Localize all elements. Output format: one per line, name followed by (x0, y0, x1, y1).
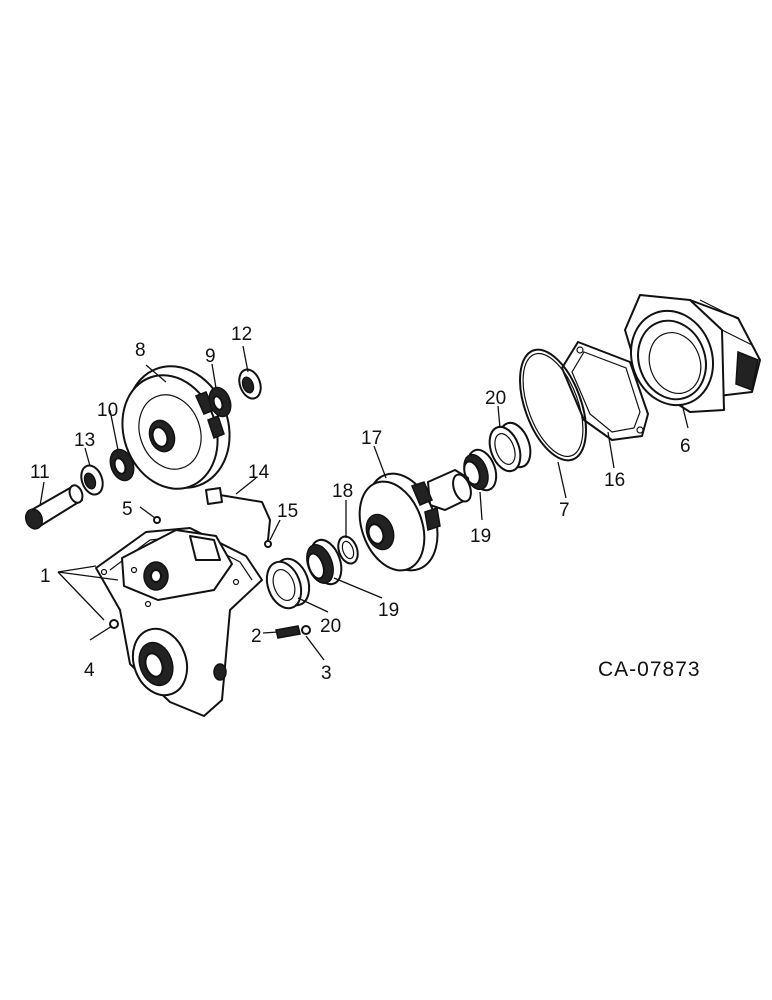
part-13-washer (80, 464, 104, 496)
callout-12: 12 (231, 324, 252, 345)
callout-20-lower: 20 (320, 616, 341, 637)
part-11-idler-shaft (24, 484, 84, 530)
callout-17: 17 (361, 428, 382, 449)
part-18-snap-ring (337, 535, 359, 565)
callout-13: 13 (74, 430, 95, 451)
part-19-roller-bearing-lower (306, 538, 343, 586)
part-20-bearing-cup-lower (265, 557, 311, 610)
part-19-roller-bearing-upper (463, 448, 498, 492)
part-12-washer (238, 368, 262, 400)
callout-7: 7 (559, 500, 570, 521)
callout-19-upper: 19 (470, 526, 491, 547)
callout-15: 15 (277, 501, 298, 522)
callout-6: 6 (680, 436, 691, 457)
callout-16: 16 (604, 470, 625, 491)
callout-11: 11 (30, 462, 50, 483)
drawing-reference-code: CA-07873 (598, 658, 701, 681)
part-16-gasket (561, 341, 649, 441)
callout-9: 9 (205, 346, 216, 367)
callout-8: 8 (135, 340, 146, 361)
callout-18: 18 (332, 481, 353, 502)
callout-14: 14 (248, 462, 270, 483)
part-8-idler-gear (121, 365, 231, 490)
part-5-dowel-pin (153, 516, 161, 524)
callout-4: 4 (84, 660, 95, 681)
callout-10: 10 (97, 400, 118, 421)
part-17-gear-shaft (358, 469, 472, 572)
callout-2: 2 (251, 626, 262, 647)
callout-1: 1 (40, 566, 51, 587)
callout-19-lower: 19 (378, 600, 399, 621)
part-15-small-o-ring (264, 540, 272, 548)
part-2-lock-plate (275, 625, 301, 639)
callout-5: 5 (122, 499, 133, 520)
part-14-oil-tube (205, 487, 271, 541)
callout-3: 3 (321, 663, 332, 684)
part-6-end-housing (624, 294, 761, 413)
leader-lines (39, 345, 689, 661)
part-10-needle-bearing (109, 448, 135, 482)
part-7-o-ring (519, 348, 587, 462)
part-9-needle-bearing (208, 386, 232, 418)
callout-labels: 1 2 3 4 5 6 7 8 9 10 11 12 13 14 15 16 1… (30, 324, 691, 684)
part-3-bolt (301, 625, 311, 635)
part-4-dowel-pin (109, 619, 119, 629)
callout-20-upper: 20 (485, 388, 506, 409)
part-20-bearing-cup-upper (488, 421, 532, 473)
part-1-housing (95, 527, 263, 717)
